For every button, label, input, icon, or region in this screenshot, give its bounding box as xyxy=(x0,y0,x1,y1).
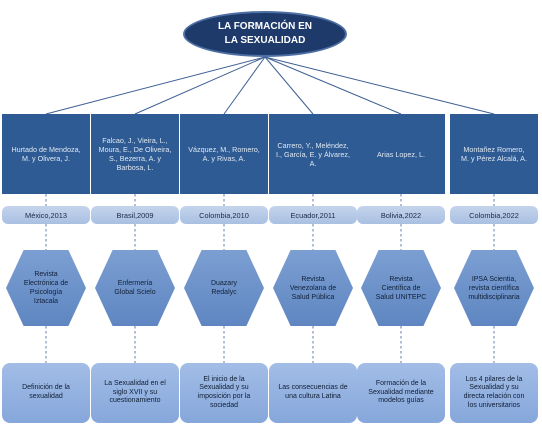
author-text-line: M. y Olivera, J. xyxy=(22,154,70,163)
place-text-line: Brasil,2009 xyxy=(116,210,154,220)
journal-text-line: Científica de xyxy=(381,284,421,292)
place-text-line: Colombia,2022 xyxy=(469,210,519,220)
topic-text-line: imposición por la xyxy=(197,393,251,400)
topic-text-line: Definición de la xyxy=(22,384,70,392)
place-year-badge-2: Brasil,2009 xyxy=(91,206,179,224)
topic-text-line: El inicio de la xyxy=(203,375,245,383)
journal-text-line: Redalyc xyxy=(211,289,237,296)
topic-text-line: directa relación con xyxy=(463,393,525,400)
author-text-line: A. y Rivas, A. xyxy=(202,154,246,163)
author-text-line: M. y Pérez Alcalá, A. xyxy=(461,154,527,163)
place-year-badge-3: Colombia,2010 xyxy=(180,206,268,224)
root-title-line1: LA FORMACIÓN EN xyxy=(217,21,313,32)
topic-text-line: los universitarios xyxy=(467,401,521,409)
journal-text-line: revista científica xyxy=(468,284,520,292)
journal-text-line: Enfermería xyxy=(117,280,153,287)
author-box-1: Hurtado de Mendoza,M. y Olivera, J. xyxy=(2,114,90,194)
topic-text-line: Sexualidad mediante xyxy=(368,388,434,396)
place-text-line: Bolivia,2022 xyxy=(380,210,422,220)
root-node: LA FORMACIÓN EN LA SEXUALIDAD xyxy=(183,11,347,57)
author-text-line: I., García, E. y Álvarez, xyxy=(276,149,350,159)
place-year-badge-1: México,2013 xyxy=(2,206,90,224)
place-text-line: México,2013 xyxy=(25,210,67,220)
author-text-line: A. xyxy=(309,158,317,168)
topic-text-line: Formación de la xyxy=(375,380,427,388)
topic-text-line: Las consecuencias de xyxy=(278,384,348,392)
author-box-6: Montañez Romero,M. y Pérez Alcalá, A. xyxy=(450,114,538,194)
author-text-line: Vázquez, M., Romero, xyxy=(188,145,260,154)
root-connector-4 xyxy=(264,56,314,115)
root-connector-5 xyxy=(264,56,402,115)
author-text-line: Montañez Romero, xyxy=(463,145,525,154)
root-connector-2 xyxy=(134,56,266,115)
author-text-line: Falcao, J., Vieira, L., xyxy=(102,136,168,145)
journal-text-line: Psicología xyxy=(29,289,63,296)
journal-text-line: Venezolana de xyxy=(289,284,337,292)
root-connector-1 xyxy=(45,56,266,115)
topic-text-line: modelos guías xyxy=(378,397,424,405)
topic-text-line: La Sexualidad en el xyxy=(104,380,166,388)
journal-text-line: Salud Pública xyxy=(291,293,335,301)
topic-text-line: Los 4 pilares de la xyxy=(465,375,523,383)
author-text-line: Carrero, Y., Meléndez, xyxy=(277,140,349,150)
journal-text-line: Iztacala xyxy=(33,298,59,305)
journal-text-line: Revista xyxy=(301,275,325,283)
journal-text-line: Electrónica de xyxy=(23,280,69,287)
author-box-4: Carrero, Y., Meléndez,I., García, E. y Á… xyxy=(269,114,357,194)
journal-text-line: Duazary xyxy=(210,280,238,287)
topic-text-line: sexualidad xyxy=(29,393,63,400)
journal-text-line: multidisciplinaria xyxy=(468,293,520,301)
author-text-line: Hurtado de Mendoza, xyxy=(11,145,81,154)
author-box-2: Falcao, J., Vieira, L.,Moura, E., De Oli… xyxy=(91,114,179,194)
root-title-line2: LA SEXUALIDAD xyxy=(224,35,306,46)
root-connector-6 xyxy=(264,56,495,115)
topic-text-line: Sexualidad y su xyxy=(469,384,519,392)
place-text-line: Colombia,2010 xyxy=(199,210,249,220)
root-connector-3 xyxy=(223,56,266,115)
author-box-5: Arias Lopez, L. xyxy=(357,114,445,194)
topic-text-line: sociedad xyxy=(209,401,239,409)
journal-text-line: Salud UNITEPC xyxy=(375,293,427,301)
author-text-line: Arias Lopez, L. xyxy=(377,149,425,159)
place-year-badge-4: Ecuador,2011 xyxy=(269,206,357,224)
journal-text-line: Revista xyxy=(389,275,413,283)
author-text-line: Moura, E., De Oliveira, xyxy=(98,145,172,154)
topic-text-line: Sexualidad y su xyxy=(199,384,249,392)
journal-text-line: Global Scielo xyxy=(114,289,156,296)
journal-text-line: IPSA Scientia, xyxy=(471,275,517,283)
author-text-line: S., Bezerra, A. y xyxy=(109,154,161,163)
place-year-badge-5: Bolivia,2022 xyxy=(357,206,445,224)
place-year-badge-6: Colombia,2022 xyxy=(450,206,538,224)
journal-text-line: Revista xyxy=(34,271,58,278)
author-box-3: Vázquez, M., Romero,A. y Rivas, A. xyxy=(180,114,268,194)
place-text-line: Ecuador,2011 xyxy=(290,210,336,220)
topic-text-line: cuestionamiento xyxy=(109,397,161,405)
topic-text-line: una cultura Latina xyxy=(285,393,341,400)
author-text-line: Barbosa, L. xyxy=(116,163,154,172)
topic-text-line: siglo XVII y su xyxy=(112,388,158,396)
